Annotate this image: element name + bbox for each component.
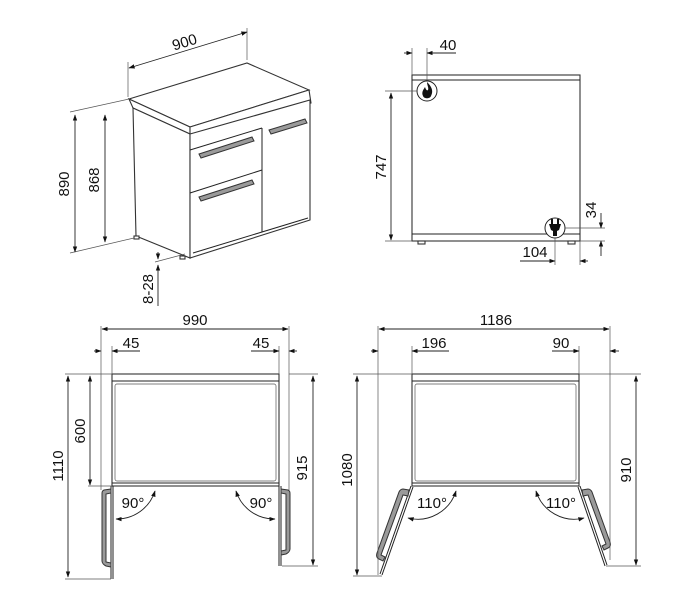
side-view: 40 747 34 104 — [373, 37, 605, 265]
left-angle-110-label: 110° — [417, 495, 447, 512]
left-clearance-196-label: 196 — [421, 335, 446, 352]
electric-offset-104-label: 104 — [522, 244, 547, 261]
gas-flame-icon — [416, 80, 438, 102]
left-clearance-45-label: 45 — [123, 335, 140, 352]
plan-view-110: 1186 196 90 1080 910 110° 110° — [339, 312, 641, 577]
overall-width-1186-label: 1186 — [480, 312, 512, 329]
gas-offset-40-label: 40 — [440, 37, 457, 54]
total-depth-1080-label: 1080 — [339, 453, 356, 486]
gas-height-747-label: 747 — [373, 154, 390, 179]
overall-width-990-label: 990 — [182, 312, 207, 329]
right-depth-910-label: 910 — [618, 457, 635, 482]
drawer-handle-bottom — [198, 179, 255, 202]
door-handle — [268, 118, 308, 135]
right-angle-110-label: 110° — [546, 495, 576, 512]
right-angle-90-label: 90° — [250, 495, 273, 512]
right-clearance-45-label: 45 — [253, 335, 270, 352]
left-angle-90-label: 90° — [122, 495, 145, 512]
height-868-label: 868 — [86, 167, 103, 192]
electric-height-34-label: 34 — [583, 202, 600, 219]
electric-plug-icon — [544, 217, 566, 239]
right-depth-915-label: 915 — [294, 455, 311, 480]
height-890-label: 890 — [56, 171, 73, 196]
width-900-label: 900 — [170, 31, 199, 55]
perspective-view: 900 890 868 8-28 — [56, 28, 312, 306]
plan-view-90: 990 45 45 1110 600 915 90° 90° — [50, 312, 318, 580]
right-clearance-90-label: 90 — [553, 335, 570, 352]
drawer-handle-top — [198, 136, 255, 159]
feet-adjust-label: 8-28 — [140, 274, 157, 304]
total-depth-1110-label: 1110 — [50, 450, 67, 481]
depth-600-label: 600 — [72, 418, 89, 443]
